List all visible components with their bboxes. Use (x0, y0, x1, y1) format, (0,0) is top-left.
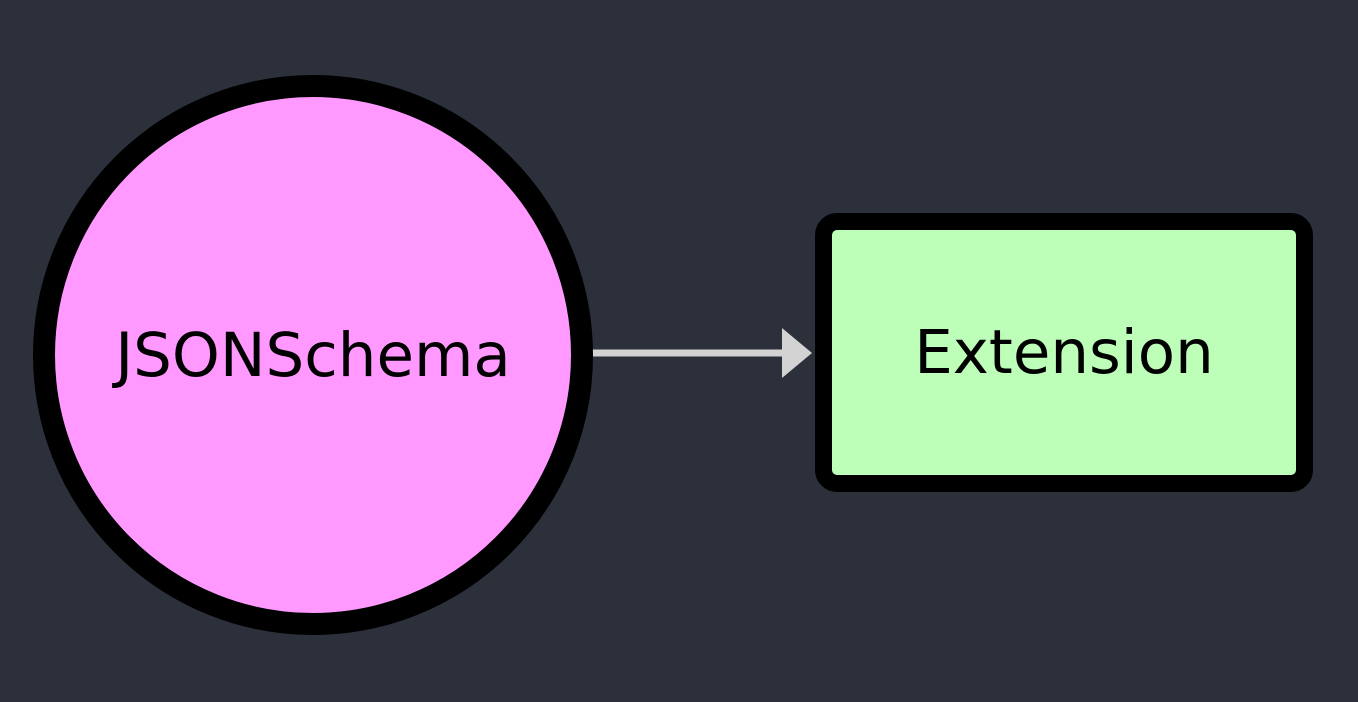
arrowhead-icon (782, 328, 812, 378)
node-jsonschema[interactable]: JSONSchema (33, 75, 593, 635)
edge-jsonschema-to-extension[interactable] (580, 328, 812, 378)
node-extension[interactable]: Extension (815, 213, 1313, 492)
node-jsonschema-label: JSONSchema (115, 319, 511, 391)
node-extension-label: Extension (914, 317, 1214, 388)
